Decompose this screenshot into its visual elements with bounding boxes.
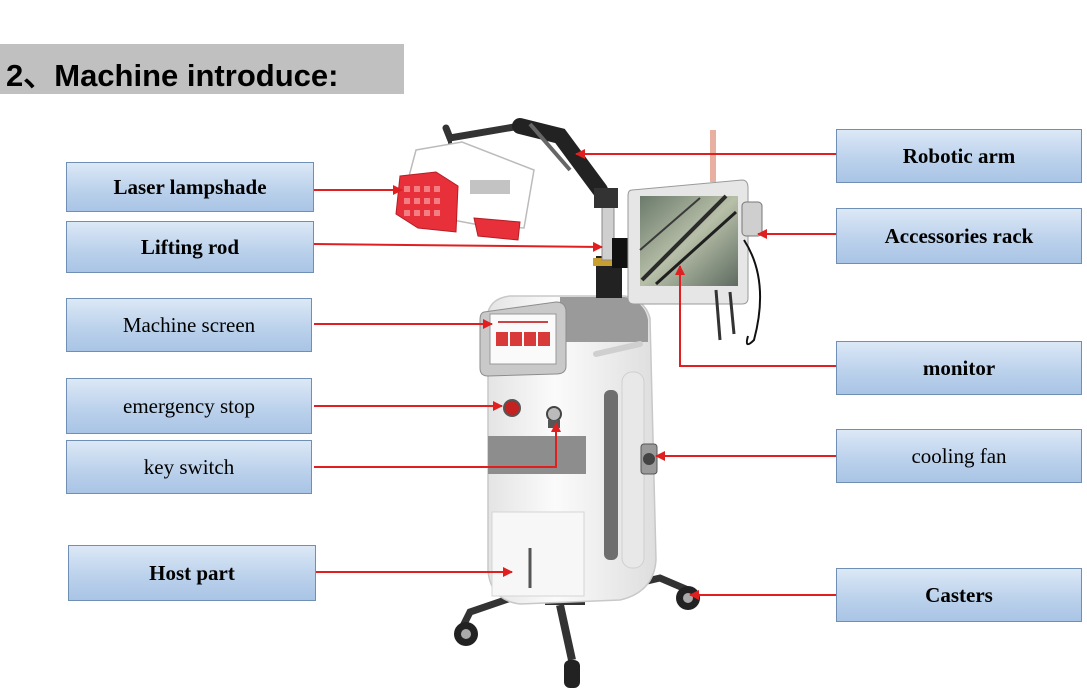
label-monitor: monitor (836, 341, 1082, 395)
machine-illustration (395, 118, 763, 688)
arrow-lifting-rod (313, 241, 603, 252)
caster-wheels (454, 586, 700, 688)
label-machine-screen: Machine screen (66, 298, 312, 352)
page-title: 2、Machine introduce: (6, 58, 339, 93)
machine-screen-drawing (479, 301, 567, 377)
label-cooling-fan: cooling fan (836, 429, 1082, 483)
label-host-part: Host part (68, 545, 316, 601)
label-key-switch: key switch (66, 440, 312, 494)
monitor-drawing (627, 130, 763, 346)
arrow-monitor (675, 265, 836, 367)
callout-arrows (313, 149, 836, 600)
cooling-fan-drawing (640, 443, 658, 475)
label-laser-lampshade: Laser lampshade (66, 162, 314, 212)
label-accessories-rack: Accessories rack (836, 208, 1082, 264)
laser-lampshade-drawing (395, 141, 535, 241)
arrow-key-switch (314, 422, 561, 468)
label-casters: Casters (836, 568, 1082, 622)
label-robotic-arm: Robotic arm (836, 129, 1082, 183)
title-bar (0, 44, 404, 94)
label-lifting-rod: Lifting rod (66, 221, 314, 273)
label-emergency-stop: emergency stop (66, 378, 312, 434)
